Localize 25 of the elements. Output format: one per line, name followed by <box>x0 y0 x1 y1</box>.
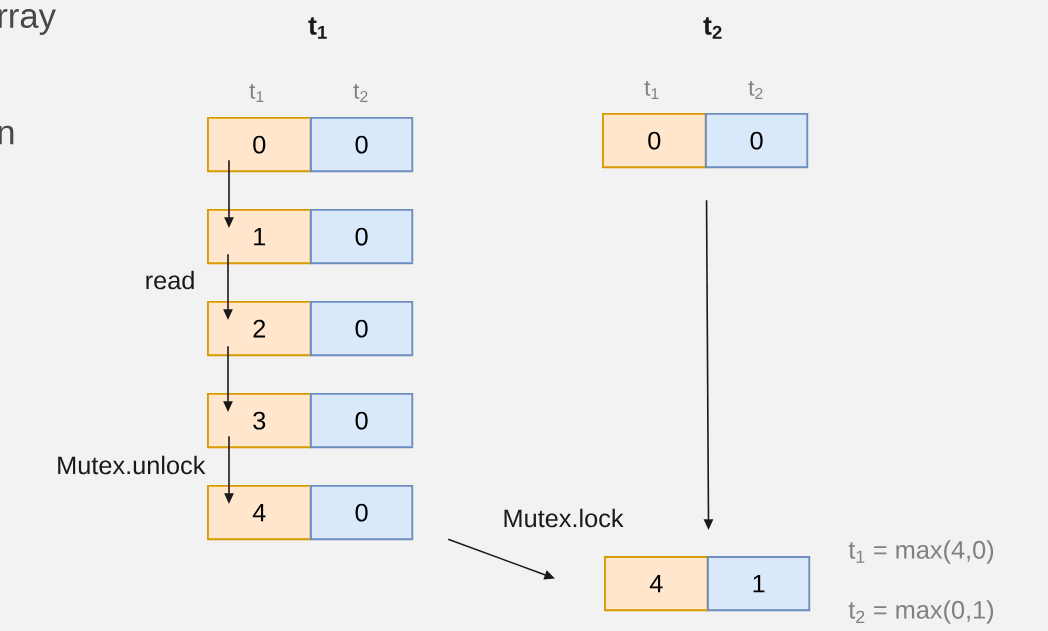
formula-note: t$_{1}$ = max(4,0) <box>848 540 994 564</box>
column-header: t$_{1}$ <box>249 83 264 103</box>
array-cell: 0 <box>310 301 414 357</box>
formula-note: t$_{2}$ = max(0,1) <box>848 600 994 624</box>
edge-label: Mutex.lock <box>504 508 624 528</box>
array-cell: 0 <box>602 113 707 169</box>
column-title: t$_{1}$ <box>308 17 327 39</box>
array-cell: 0 <box>310 117 414 173</box>
array-cell: 0 <box>207 117 312 173</box>
column-title: t$_{2}$ <box>703 17 722 39</box>
edge-label: read <box>146 270 194 290</box>
array-cell: 0 <box>310 209 414 265</box>
array-cell: 4 <box>207 485 312 541</box>
array-cell: 0 <box>705 113 809 169</box>
array-cell: 4 <box>604 556 709 612</box>
array-cell: 3 <box>207 393 312 449</box>
array-cell: 1 <box>207 209 312 265</box>
column-header: t$_{1}$ <box>644 80 659 100</box>
edge-label: Mutex.unlock <box>58 455 206 475</box>
column-header: t$_{2}$ <box>748 80 763 100</box>
array-cell: 0 <box>310 485 414 541</box>
array-cell: 2 <box>207 301 312 357</box>
column-header: t$_{2}$ <box>353 83 368 103</box>
array-cell: 0 <box>310 393 414 449</box>
array-cell: 1 <box>707 556 811 612</box>
